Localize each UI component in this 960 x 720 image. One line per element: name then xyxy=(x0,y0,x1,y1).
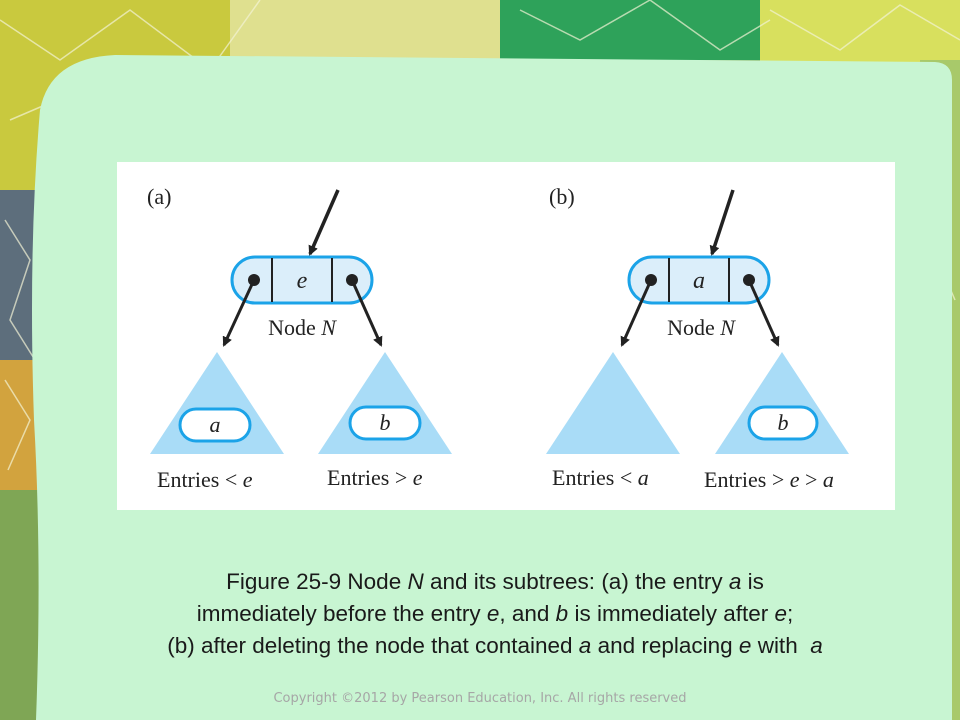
panel-a-incoming-arrow xyxy=(308,189,340,256)
panel-a-right-subtree-key-box xyxy=(348,405,422,441)
caption-line-2: immediately before the entry e, and b is… xyxy=(196,601,794,626)
panel-a-node-key: e xyxy=(297,268,308,294)
panel-b-right-child-arrow xyxy=(747,279,780,347)
panel-a-left-subtree-key-box xyxy=(178,407,252,443)
panel-a-right-subtree-key: b xyxy=(380,410,391,435)
panel-b-left-child-arrow xyxy=(620,279,653,347)
panel-a: (a) e Node N a b Entries < e Entries > e xyxy=(147,184,452,492)
panel-a-left-child-arrow xyxy=(222,279,256,347)
panel-b-left-subtree xyxy=(546,352,680,454)
caption-line-1: Figure 25-9 Node N and its subtrees: (a)… xyxy=(226,569,764,594)
panel-b-right-subtree-key-box xyxy=(747,405,819,441)
panel-b-right-label: Entries > e > a xyxy=(704,467,834,492)
figure-box: (a) e Node N a b Entries < e Entries > e xyxy=(117,162,895,510)
panel-a-left-label: Entries < e xyxy=(157,467,253,492)
figure-caption: Figure 25-9 Node N and its subtrees: (a)… xyxy=(60,566,930,662)
panel-a-left-subtree-key: a xyxy=(210,412,221,437)
panel-b-node: a xyxy=(627,255,771,305)
bst-deletion-figure: (a) e Node N a b Entries < e Entries > e xyxy=(147,184,849,492)
panel-b-label: (b) xyxy=(549,184,575,209)
panel-b-left-label: Entries < a xyxy=(552,465,649,490)
panel-b-node-label: Node N xyxy=(667,315,736,340)
panel-a-node-label: Node N xyxy=(268,315,337,340)
panel-a-right-label: Entries > e xyxy=(327,465,423,490)
panel-b-node-key: a xyxy=(693,268,705,294)
panel-b-incoming-arrow xyxy=(709,189,735,256)
panel-a-right-child-arrow xyxy=(350,279,383,347)
caption-line-3: (b) after deleting the node that contain… xyxy=(167,633,823,658)
copyright-notice: Copyright ©2012 by Pearson Education, In… xyxy=(273,691,687,706)
panel-a-node: e xyxy=(230,255,374,305)
panel-b: (b) a Node N b Entries < a Entries > e >… xyxy=(546,184,849,492)
panel-a-label: (a) xyxy=(147,184,171,209)
panel-b-right-subtree-key: b xyxy=(778,410,789,435)
